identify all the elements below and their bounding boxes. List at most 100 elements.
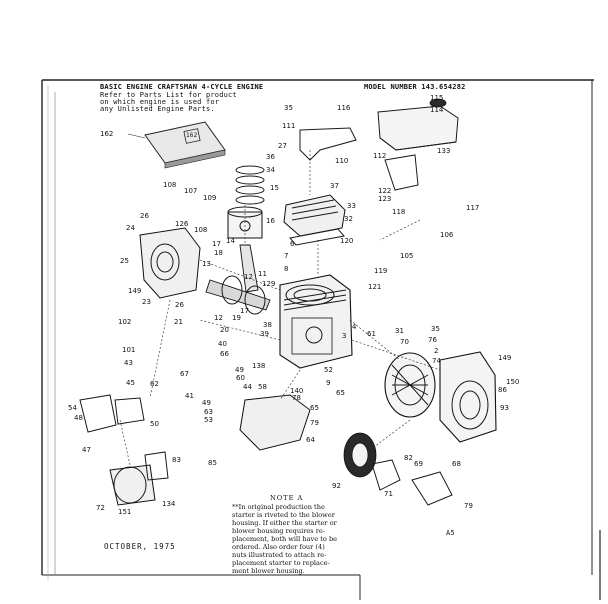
piston-rings [235, 165, 265, 205]
cylinder-head [283, 194, 346, 246]
support-bracket [384, 154, 419, 191]
callout: 58 [258, 383, 267, 391]
callout: 3 [342, 332, 346, 340]
callout: 117 [466, 204, 479, 212]
tank-bracket [299, 127, 357, 161]
callout: 26 [175, 301, 184, 309]
callout: 17 [240, 307, 249, 315]
callout: 108 [163, 181, 176, 189]
callout: 18 [214, 249, 223, 257]
callout: 50 [150, 420, 159, 428]
callout: 83 [172, 456, 181, 464]
callout: 86 [498, 386, 507, 394]
callout: 79 [464, 502, 473, 510]
oil-cap-assembly [114, 397, 145, 425]
refer-line-2: on which engine is used for [100, 98, 220, 106]
callout: 112 [373, 152, 386, 160]
callout: 37 [330, 182, 339, 190]
flywheel [384, 352, 436, 418]
engine-block [279, 274, 353, 369]
callout: 122 [378, 187, 391, 195]
callout: 7 [284, 252, 288, 260]
refer-line-1: Refer to Parts List for product [100, 91, 237, 99]
callout: 133 [437, 147, 450, 155]
callout: 16 [266, 217, 275, 225]
callout: 11 [258, 270, 267, 278]
manual-book-label: 162 [186, 132, 198, 139]
callout: 115 [430, 94, 443, 102]
callout: 20 [220, 326, 229, 334]
publication-date: OCTOBER, 1975 [104, 542, 176, 551]
callout: 121 [368, 283, 381, 291]
callout: 45 [126, 379, 135, 387]
callout: 114 [430, 106, 444, 114]
callout: 62 [150, 380, 159, 388]
model-number: MODEL NUMBER 143.654282 [364, 83, 466, 91]
callout: 149 [128, 287, 141, 295]
callout: 140 [290, 387, 303, 395]
connecting-rod [239, 244, 259, 293]
callout: 49 [202, 399, 211, 407]
note-line-5: placement, both will have to be [232, 535, 338, 543]
baffle [239, 394, 311, 451]
callout: 72 [96, 504, 105, 512]
callout: 138 [252, 362, 265, 370]
note-title: NOTE A [270, 494, 304, 502]
callout: 119 [374, 267, 387, 275]
callout: 106 [440, 231, 454, 239]
callout: 24 [126, 224, 135, 232]
callout: 67 [180, 370, 189, 378]
callout: 41 [185, 392, 194, 400]
callout: 162 [100, 130, 113, 138]
callout: 39 [260, 330, 269, 338]
callout: 35 [431, 325, 440, 333]
callout: 101 [122, 346, 135, 354]
note-line-7: nuts illustrated to attach re- [232, 551, 327, 559]
callout: 64 [306, 436, 315, 444]
callout: 68 [452, 460, 461, 468]
callout: 151 [118, 508, 131, 516]
muffler [109, 464, 156, 506]
drive-gear [144, 451, 169, 481]
callout: 52 [324, 366, 333, 374]
callout: 69 [414, 460, 423, 468]
callout: 12 [244, 273, 253, 281]
callout: 118 [392, 208, 405, 216]
callout: 82 [404, 454, 413, 462]
callout: 61 [367, 330, 376, 338]
carburetor-assembly [139, 227, 201, 299]
starter-pulley [371, 459, 401, 491]
callout: 79 [310, 419, 319, 427]
callout: 74 [432, 357, 441, 365]
callout: 48 [74, 414, 83, 422]
callout: 54 [68, 404, 77, 412]
callout: 93 [500, 404, 509, 412]
callout: 134 [162, 500, 176, 508]
callout: 149 [498, 354, 511, 362]
callout: 70 [400, 338, 409, 346]
note-line-8: placement starter to replace- [232, 559, 330, 567]
callout: 33 [347, 202, 356, 210]
refer-line-3: any Unlisted Engine Parts. [100, 105, 215, 113]
callout: 6 [290, 240, 295, 248]
crankshaft [205, 275, 271, 315]
callout: 26 [140, 212, 149, 220]
callout: 23 [142, 298, 151, 306]
callout: 2 [434, 347, 438, 355]
callout: 38 [263, 321, 272, 329]
note-line-9: ment blower housing. [232, 567, 305, 575]
callout: 123 [378, 195, 391, 203]
exploded-view-lines [119, 150, 441, 466]
callout: 126 [175, 220, 189, 228]
note-line-1: **In original production the [232, 503, 325, 511]
callout: 43 [124, 359, 133, 367]
callout: 108 [194, 226, 207, 234]
callout: 85 [208, 459, 217, 467]
callout: 9 [326, 379, 330, 387]
diagram-title: BASIC ENGINE CRAFTSMAN 4-CYCLE ENGINE [100, 83, 264, 91]
callout: 40 [218, 340, 227, 348]
rewind-starter [343, 432, 377, 478]
note-line-3: housing. If either the starter or [232, 519, 337, 527]
